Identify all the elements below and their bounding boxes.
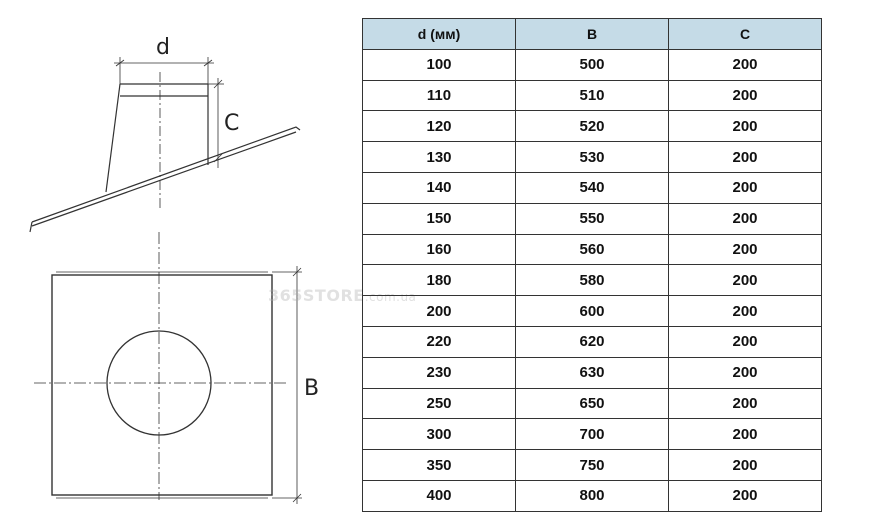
- cell-b: 510: [515, 79, 669, 112]
- cell-b: 540: [515, 171, 669, 204]
- cell-c: 200: [668, 233, 822, 266]
- cell-d: 120: [362, 110, 516, 143]
- pipe-hole: [106, 330, 212, 436]
- cell-c: 200: [668, 479, 822, 512]
- roof-line-bottom: [31, 131, 297, 227]
- cell-d: 160: [362, 233, 516, 266]
- cell-d: 100: [362, 48, 516, 81]
- header-d: d (мм): [362, 18, 516, 50]
- cell-d: 300: [362, 418, 516, 451]
- cell-b: 550: [515, 202, 669, 235]
- cell-c: 200: [668, 418, 822, 451]
- cell-b: 650: [515, 387, 669, 420]
- cell-b: 750: [515, 449, 669, 481]
- cell-c: 200: [668, 141, 822, 173]
- cell-c: 200: [668, 171, 822, 204]
- technical-drawing: d C B: [29, 35, 319, 504]
- cell-b: 580: [515, 264, 669, 297]
- roof-line-top: [31, 126, 301, 223]
- roof-end: [29, 221, 33, 233]
- cell-d: 220: [362, 325, 516, 358]
- cell-d: 230: [362, 356, 516, 389]
- cell-d: 130: [362, 141, 516, 173]
- cell-d: 250: [362, 387, 516, 420]
- label-d: d: [156, 35, 170, 60]
- header-b: B: [515, 18, 669, 50]
- cell-c: 200: [668, 295, 822, 327]
- cell-b: 700: [515, 418, 669, 451]
- cell-c: 200: [668, 110, 822, 143]
- cell-b: 530: [515, 141, 669, 173]
- cell-b: 520: [515, 110, 669, 143]
- cell-d: 180: [362, 264, 516, 297]
- cell-b: 560: [515, 233, 669, 266]
- cell-b: 630: [515, 356, 669, 389]
- table-header-row: d (мм) B C: [362, 18, 822, 50]
- square-plate: [51, 274, 273, 496]
- cell-c: 200: [668, 79, 822, 112]
- label-b: B: [304, 376, 319, 401]
- cell-b: 620: [515, 325, 669, 358]
- cell-c: 200: [668, 202, 822, 235]
- cell-d: 110: [362, 79, 516, 112]
- cell-d: 140: [362, 171, 516, 204]
- cell-c: 200: [668, 449, 822, 481]
- cell-d: 200: [362, 295, 516, 327]
- pipe-left-edge: [105, 83, 121, 193]
- header-c: C: [668, 18, 822, 50]
- cell-b: 500: [515, 48, 669, 81]
- cell-c: 200: [668, 387, 822, 420]
- cell-b: 800: [515, 479, 669, 512]
- top-view: [34, 232, 302, 504]
- cell-d: 150: [362, 202, 516, 235]
- side-view: [29, 57, 301, 233]
- label-c: C: [224, 111, 239, 136]
- cell-c: 200: [668, 48, 822, 81]
- cell-c: 200: [668, 325, 822, 358]
- cell-b: 600: [515, 295, 669, 327]
- cell-c: 200: [668, 356, 822, 389]
- cell-d: 400: [362, 479, 516, 512]
- cell-d: 350: [362, 449, 516, 481]
- cell-c: 200: [668, 264, 822, 297]
